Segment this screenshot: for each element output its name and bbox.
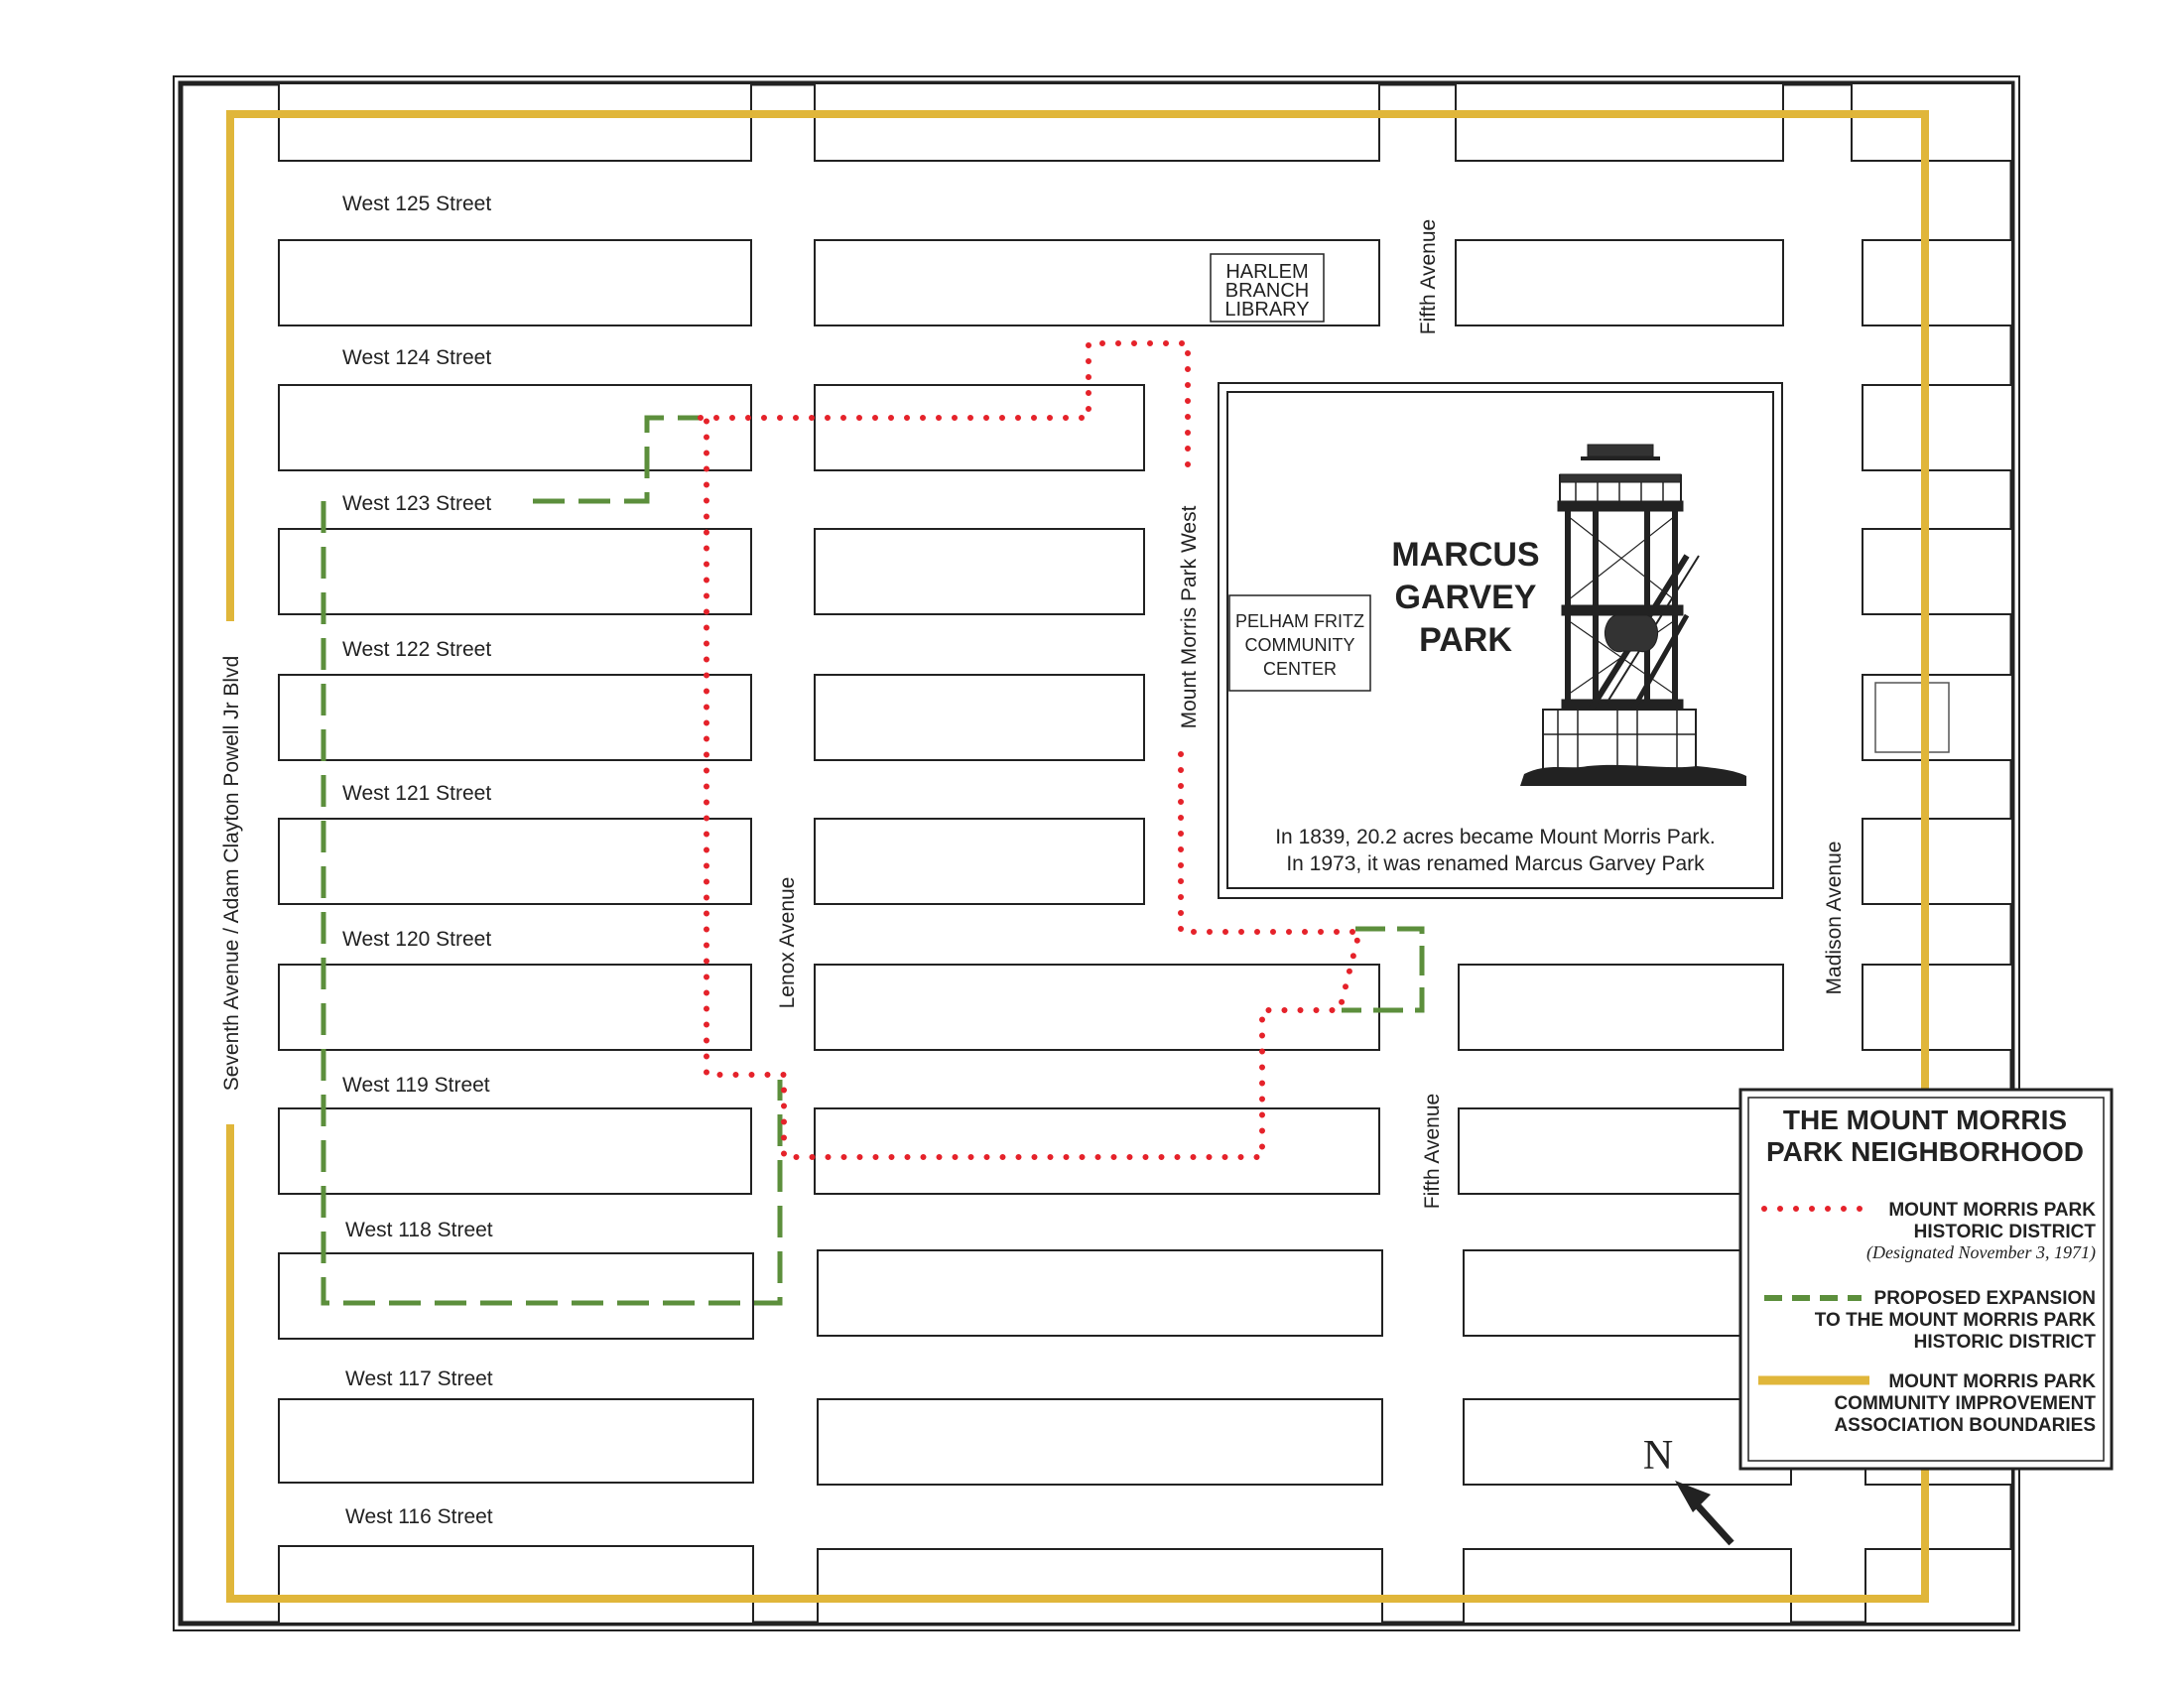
street-label-w123: West 123 Street bbox=[342, 492, 491, 515]
city-block bbox=[1862, 818, 2013, 905]
street-label-w125: West 125 Street bbox=[342, 193, 491, 215]
street-label-w119: West 119 Street bbox=[342, 1074, 490, 1097]
city-block bbox=[278, 82, 752, 162]
library-label-line3: LIBRARY bbox=[1224, 299, 1309, 321]
city-block bbox=[817, 1548, 1383, 1624]
city-block bbox=[814, 528, 1145, 615]
small-building bbox=[1874, 682, 1950, 753]
park-name-line1: MARCUS bbox=[1391, 536, 1539, 574]
community-center-line3: CENTER bbox=[1263, 659, 1337, 679]
library-label-line2: BRANCH bbox=[1225, 280, 1309, 302]
north-arrow-icon bbox=[1675, 1481, 1734, 1546]
avenue-label-fifth-north: Fifth Avenue bbox=[1417, 219, 1440, 334]
city-block bbox=[1851, 82, 2013, 162]
avenue-label-mount-morris-park-west: Mount Morris Park West bbox=[1178, 505, 1201, 728]
street-label-w120: West 120 Street bbox=[342, 928, 491, 951]
city-blocks bbox=[278, 82, 2013, 1624]
legend-expansion-line1: PROPOSED EXPANSION bbox=[1874, 1288, 2096, 1309]
legend-association-line2: COMMUNITY IMPROVEMENT bbox=[1834, 1393, 2096, 1414]
city-block bbox=[1458, 964, 1784, 1051]
avenue-label-fifth-south: Fifth Avenue bbox=[1421, 1094, 1444, 1209]
community-center-line2: COMMUNITY bbox=[1245, 635, 1355, 655]
city-block bbox=[1455, 239, 1784, 326]
city-block bbox=[817, 1249, 1383, 1337]
street-label-w121: West 121 Street bbox=[342, 782, 491, 805]
proposed-expansion-line bbox=[321, 415, 783, 1306]
legend-historic-line1: MOUNT MORRIS PARK bbox=[1888, 1200, 2096, 1221]
legend-historic-date: (Designated November 3, 1971) bbox=[1866, 1242, 2096, 1263]
legend-title-line2: PARK NEIGHBORHOOD bbox=[1766, 1136, 2084, 1167]
association-boundary-line bbox=[226, 110, 1929, 1603]
historic-district-line bbox=[698, 340, 1363, 1160]
street-label-w116: West 116 Street bbox=[345, 1505, 493, 1528]
community-center-box bbox=[1228, 594, 1371, 692]
street-label-w118: West 118 Street bbox=[345, 1219, 493, 1241]
street-label-w117: West 117 Street bbox=[345, 1367, 493, 1390]
legend-historic-line2: HISTORIC DISTRICT bbox=[1914, 1222, 2097, 1242]
park-name-line3: PARK bbox=[1419, 621, 1512, 659]
north-label: N bbox=[1643, 1433, 1673, 1479]
city-block bbox=[278, 1398, 754, 1484]
city-block bbox=[278, 1545, 754, 1624]
city-block bbox=[278, 239, 752, 326]
city-block bbox=[814, 964, 1380, 1051]
avenue-label-lenox: Lenox Avenue bbox=[776, 877, 799, 1009]
avenue-label-seventh: Seventh Avenue / Adam Clayton Powell Jr … bbox=[220, 656, 243, 1092]
city-block bbox=[1862, 239, 2013, 326]
city-block bbox=[1463, 1548, 1792, 1624]
community-center-line1: PELHAM FRITZ bbox=[1235, 611, 1364, 631]
proposed-expansion-line bbox=[1342, 926, 1425, 1013]
city-block bbox=[278, 818, 752, 905]
library-box bbox=[1210, 253, 1325, 323]
city-block bbox=[278, 384, 752, 471]
legend-inner-border bbox=[1747, 1097, 2105, 1462]
legend-title-line1: THE MOUNT MORRIS bbox=[1783, 1104, 2067, 1135]
watchtower-illustration bbox=[1520, 444, 1746, 786]
legend-expansion-line3: HISTORIC DISTRICT bbox=[1914, 1332, 2097, 1353]
park-name-line2: GARVEY bbox=[1395, 579, 1537, 616]
street-label-w124: West 124 Street bbox=[342, 346, 491, 369]
city-block bbox=[1458, 1107, 1784, 1195]
park-caption-line2: In 1973, it was renamed Marcus Garvey Pa… bbox=[1286, 852, 1705, 875]
avenue-label-madison: Madison Avenue bbox=[1823, 842, 1846, 995]
library-label-line1: HARLEM bbox=[1225, 261, 1308, 283]
legend-association-line1: MOUNT MORRIS PARK bbox=[1888, 1371, 2096, 1392]
street-label-w122: West 122 Street bbox=[342, 638, 491, 661]
city-block bbox=[278, 674, 752, 761]
outer-frame bbox=[173, 75, 2020, 1631]
city-block bbox=[1862, 528, 2013, 615]
city-block bbox=[1862, 384, 2013, 471]
legend-association-line3: ASSOCIATION BOUNDARIES bbox=[1834, 1415, 2096, 1436]
city-block bbox=[817, 1398, 1383, 1486]
legend: THE MOUNT MORRIS PARK NEIGHBORHOOD MOUNT… bbox=[1738, 1088, 2114, 1471]
city-block bbox=[814, 674, 1145, 761]
city-block bbox=[278, 1107, 752, 1195]
city-block bbox=[1455, 82, 1784, 162]
park-caption-line1: In 1839, 20.2 acres became Mount Morris … bbox=[1275, 826, 1716, 848]
city-block bbox=[1864, 1548, 2013, 1624]
city-block bbox=[278, 528, 752, 615]
city-block bbox=[814, 82, 1380, 162]
city-block bbox=[1862, 964, 2013, 1051]
city-block bbox=[814, 384, 1145, 471]
city-block bbox=[1463, 1249, 1792, 1337]
city-block bbox=[278, 1252, 754, 1340]
city-block bbox=[814, 818, 1145, 905]
city-block bbox=[278, 964, 752, 1051]
city-block bbox=[814, 1107, 1380, 1195]
legend-expansion-line2: TO THE MOUNT MORRIS PARK bbox=[1815, 1310, 2097, 1331]
